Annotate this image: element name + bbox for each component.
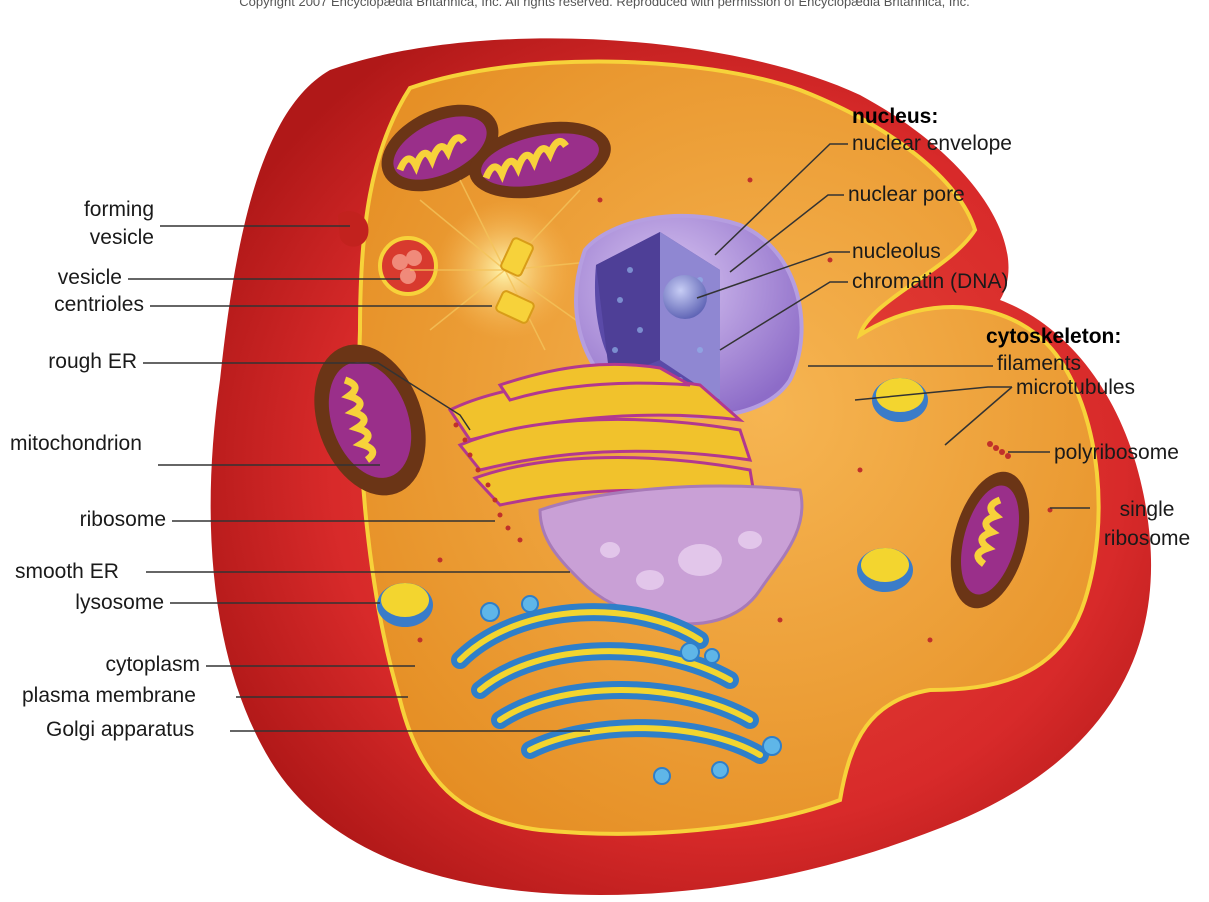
label-single-ribosome-2: ribosome <box>1092 527 1202 551</box>
label-chromatin: chromatin (DNA) <box>852 270 1008 294</box>
label-centrioles: centrioles <box>0 293 144 317</box>
label-microtubules: microtubules <box>1016 376 1135 400</box>
label-nuclear-envelope: nuclear envelope <box>852 132 1012 156</box>
vesicle-shape <box>380 238 436 294</box>
label-plasma-membrane: plasma membrane <box>22 684 196 708</box>
label-mitochondrion: mitochondrion <box>10 432 142 456</box>
label-cytoskeleton-heading: cytoskeleton: <box>986 325 1121 349</box>
label-smooth-er: smooth ER <box>15 560 119 584</box>
lysosome-right-2 <box>857 548 913 592</box>
label-nucleolus: nucleolus <box>852 240 941 264</box>
label-lysosome: lysosome <box>0 591 164 615</box>
label-polyribosome: polyribosome <box>1054 441 1179 465</box>
label-single: single <box>1092 498 1202 522</box>
label-ribosome: ribosome <box>0 508 166 532</box>
label-filaments: filaments <box>997 352 1081 376</box>
label-nucleus-heading: nucleus: <box>852 105 938 129</box>
label-vesicle-2: vesicle <box>40 226 154 250</box>
lysosome-shape <box>377 583 433 627</box>
label-cytoplasm: cytoplasm <box>0 653 200 677</box>
label-nuclear-pore: nuclear pore <box>848 183 965 207</box>
label-rough-er: rough ER <box>0 350 137 374</box>
label-golgi-apparatus: Golgi apparatus <box>46 718 194 742</box>
lysosome-right-1 <box>872 378 928 422</box>
label-forming: forming <box>40 198 154 222</box>
label-vesicle: vesicle <box>20 266 122 290</box>
